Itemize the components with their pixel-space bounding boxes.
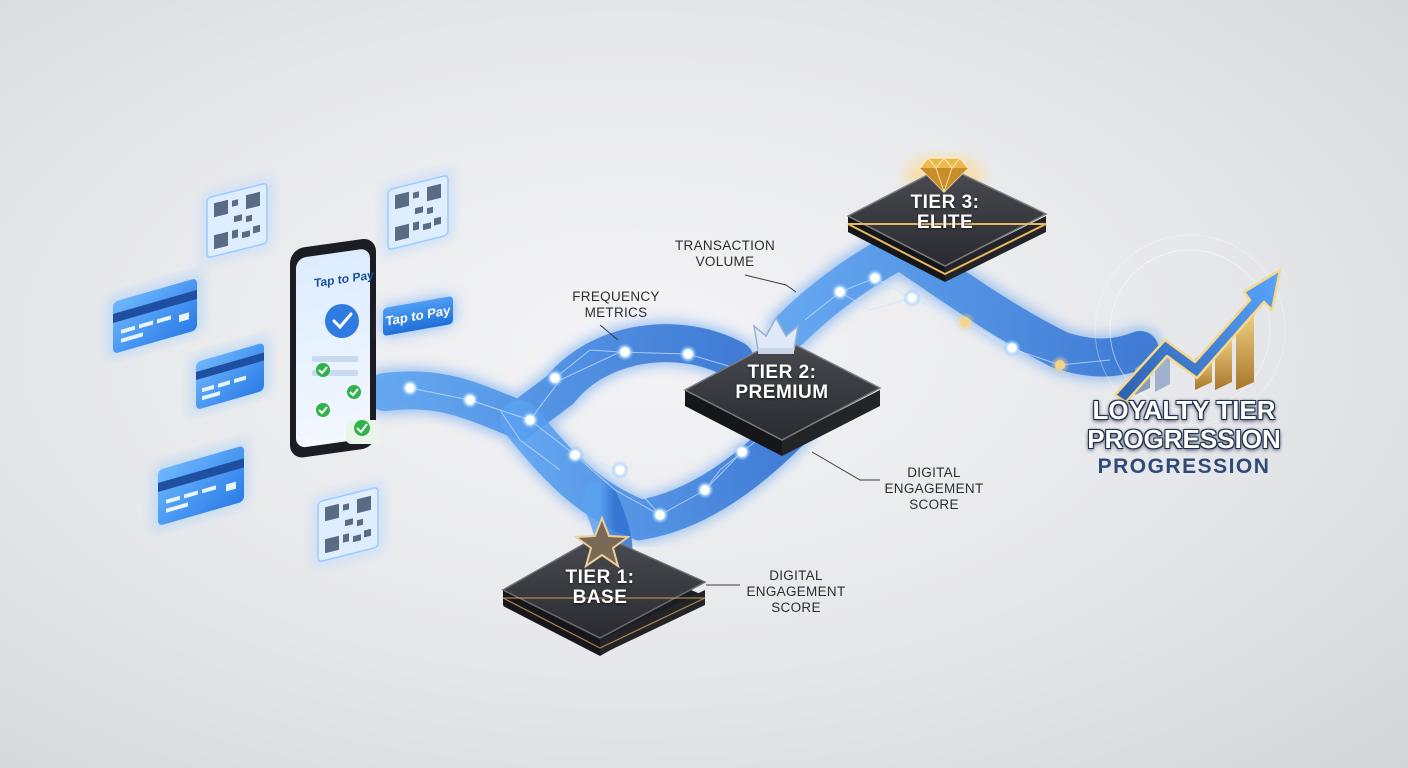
qr-code-icon xyxy=(312,480,384,569)
tier-3-platform xyxy=(846,155,1048,282)
smartphone-icon xyxy=(290,238,380,458)
crown-icon xyxy=(752,316,800,354)
title-line-3: PROGRESSION xyxy=(1097,455,1271,478)
tier-1-label: TIER 1:BASE xyxy=(565,567,635,608)
title-line-2: PROGRESSION xyxy=(1087,424,1281,454)
path-nodes xyxy=(401,269,1070,524)
tier-3-label: TIER 3:ELITE xyxy=(910,192,980,233)
credit-card-icon xyxy=(107,271,203,359)
tier-2-label: TIER 2:PREMIUM xyxy=(735,362,829,403)
growth-arrow-icon xyxy=(1094,234,1286,426)
tier-1-platform xyxy=(501,515,707,656)
credit-card-icon xyxy=(190,336,270,415)
credit-card-icon xyxy=(152,439,248,531)
qr-code-icon xyxy=(201,176,273,265)
label-connectors xyxy=(599,274,880,586)
star-icon xyxy=(573,515,631,569)
qr-code-icon xyxy=(382,168,454,257)
tier-2-platform xyxy=(683,316,882,456)
title-line-1: LOYALTY TIER xyxy=(1092,395,1276,425)
check-icon xyxy=(325,304,359,338)
loyalty-title: LOYALTY TIER PROGRESSION PROGRESSION xyxy=(1062,396,1306,480)
diamond-icon xyxy=(919,157,969,194)
